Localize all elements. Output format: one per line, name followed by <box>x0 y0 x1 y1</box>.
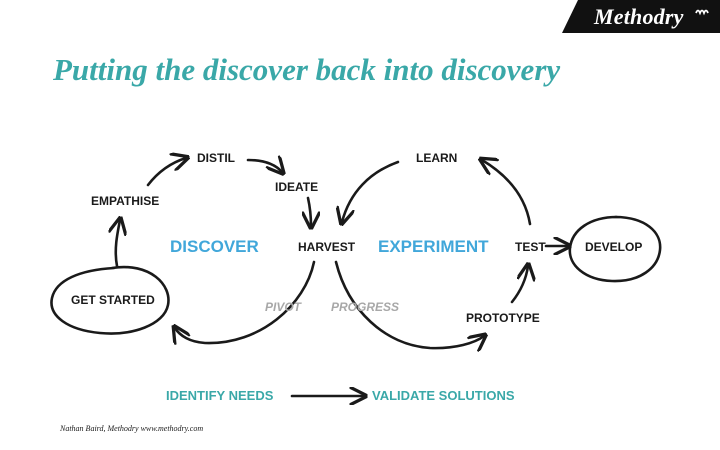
node-ideate: IDEATE <box>275 180 319 194</box>
arrow-learn-to-harvest <box>342 160 400 222</box>
get-started-circle <box>50 265 170 335</box>
path-progress: PROGRESS <box>331 300 400 314</box>
arrow-start-to-empathise <box>116 220 120 268</box>
label-validate-solutions: VALIDATE SOLUTIONS <box>372 388 515 403</box>
node-prototype: PROTOTYPE <box>466 311 540 325</box>
arrow-ideate-to-harvest <box>308 196 311 226</box>
label-identify-needs: IDENTIFY NEEDS <box>166 388 274 403</box>
phase-experiment: EXPERIMENT <box>378 237 489 256</box>
brand-banner <box>562 0 720 33</box>
brand-tab-shape <box>562 0 720 33</box>
node-harvest: HARVEST <box>298 240 356 254</box>
arrow-test-to-learn <box>482 160 532 226</box>
node-learn: LEARN <box>416 151 458 165</box>
node-test: TEST <box>515 240 546 254</box>
path-pivot: PIVOT <box>265 300 302 314</box>
arrow-empathise-to-distil <box>146 158 186 187</box>
node-empathise: EMPATHISE <box>91 194 160 208</box>
arrow-pivot-to-get-started <box>175 260 316 343</box>
phase-discover: DISCOVER <box>170 237 259 256</box>
credit-line: Nathan Baird, Methodry www.methodry.com <box>60 424 204 433</box>
node-distil: DISTIL <box>197 151 235 165</box>
develop-circle <box>568 215 662 283</box>
node-get-started: GET STARTED <box>71 293 155 307</box>
brand-mark-icon <box>695 9 709 16</box>
node-develop: DEVELOP <box>585 240 643 254</box>
arrow-progress-to-prototype <box>334 260 484 348</box>
page-title: Putting the discover back into discovery <box>53 52 561 87</box>
arrow-prototype-to-test <box>510 266 528 304</box>
arrow-distil-to-ideate <box>246 160 282 172</box>
brand-logo[interactable]: Methodry <box>594 4 684 29</box>
